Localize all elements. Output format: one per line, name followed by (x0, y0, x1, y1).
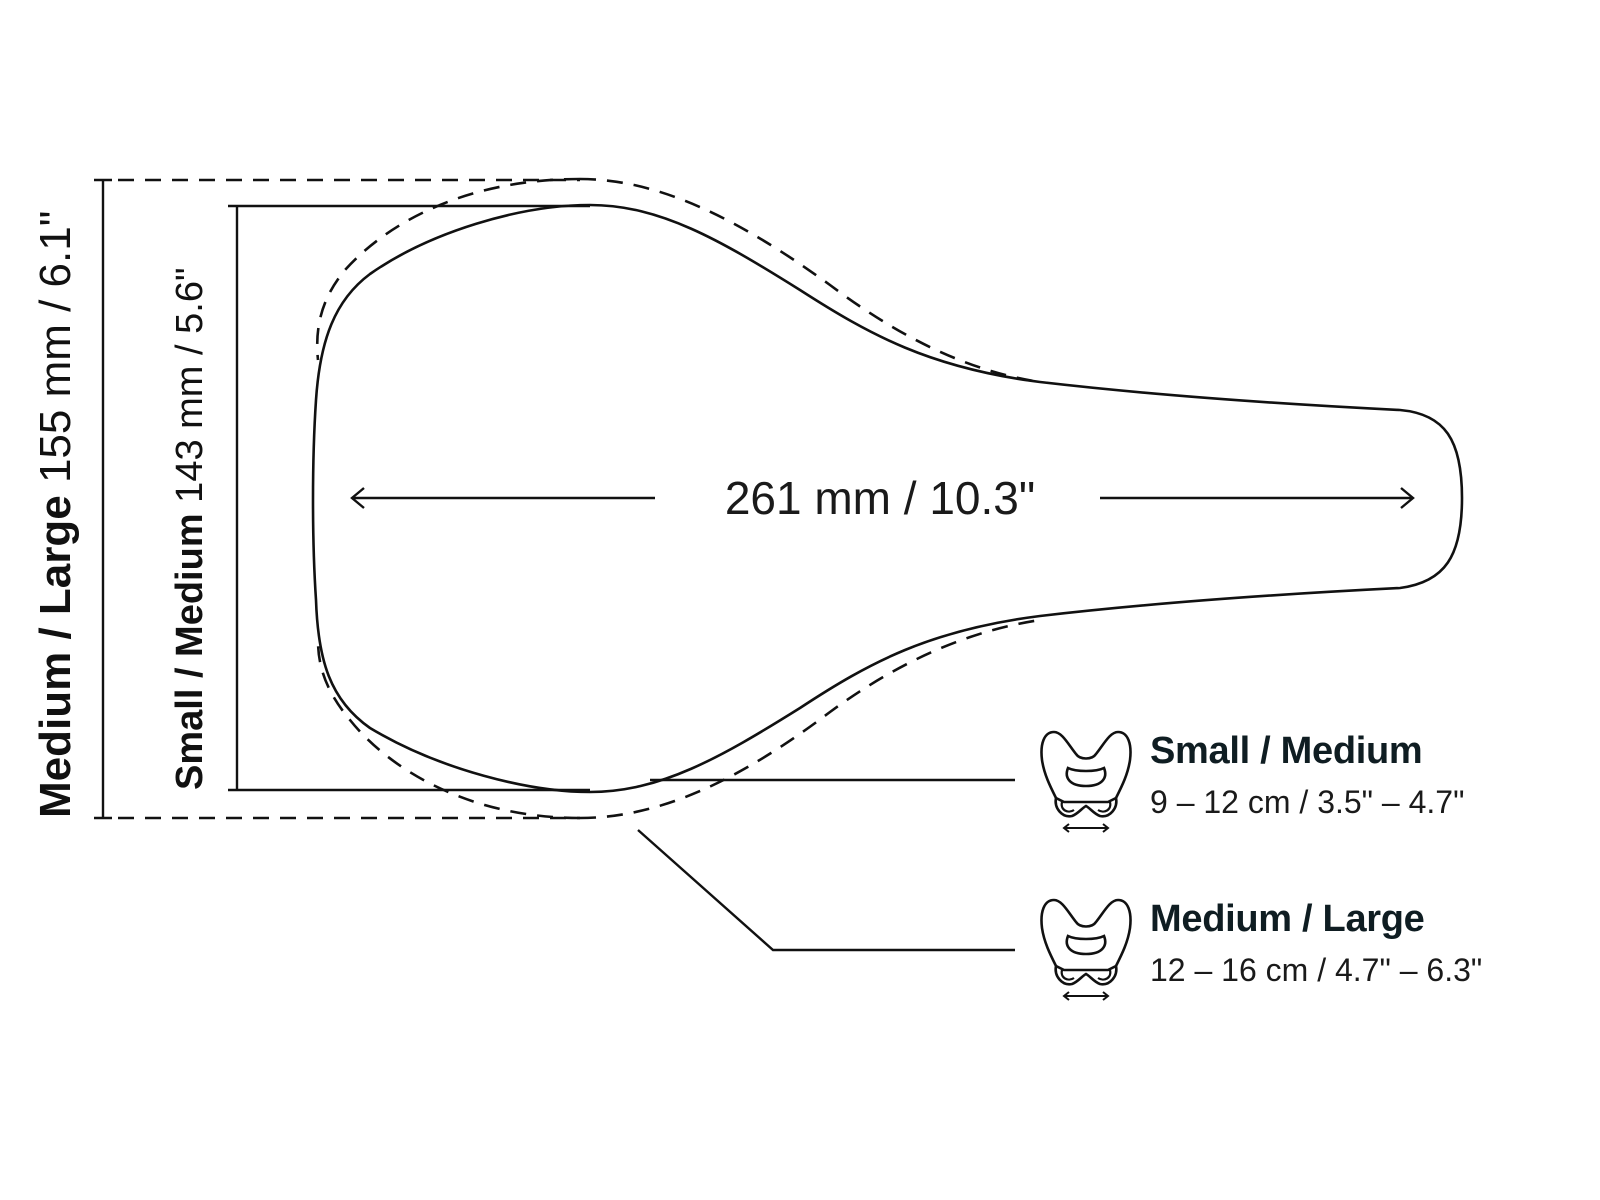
legend-title: Small / Medium (1150, 730, 1423, 772)
leader-line-medium-large (637, 829, 1015, 952)
legend-title: Medium / Large (1150, 898, 1425, 940)
width-label-small-medium: Small / Medium 143 mm / 5.6" (169, 268, 211, 790)
width-label-medium-large: Medium / Large 155 mm / 6.1" (31, 211, 80, 818)
legend-range: 12 – 16 cm / 4.7" – 6.3" (1150, 952, 1483, 988)
length-label: 261 mm / 10.3" (725, 472, 1035, 524)
legend-item-small-medium: Small / Medium 9 – 12 cm / 3.5" – 4.7" (1040, 726, 1560, 836)
saddle-outline-small-medium (311, 203, 1464, 794)
pelvis-sit-bone-icon (1040, 730, 1132, 833)
pelvis-sit-bone-icon (1040, 898, 1132, 1001)
legend-range: 9 – 12 cm / 3.5" – 4.7" (1150, 784, 1465, 820)
arrowhead-left-icon (350, 487, 365, 509)
saddle-outline-medium-large (315, 177, 1041, 820)
arrowhead-right-icon (1400, 487, 1415, 509)
legend-item-medium-large: Medium / Large 12 – 16 cm / 4.7" – 6.3" (1040, 894, 1560, 1004)
